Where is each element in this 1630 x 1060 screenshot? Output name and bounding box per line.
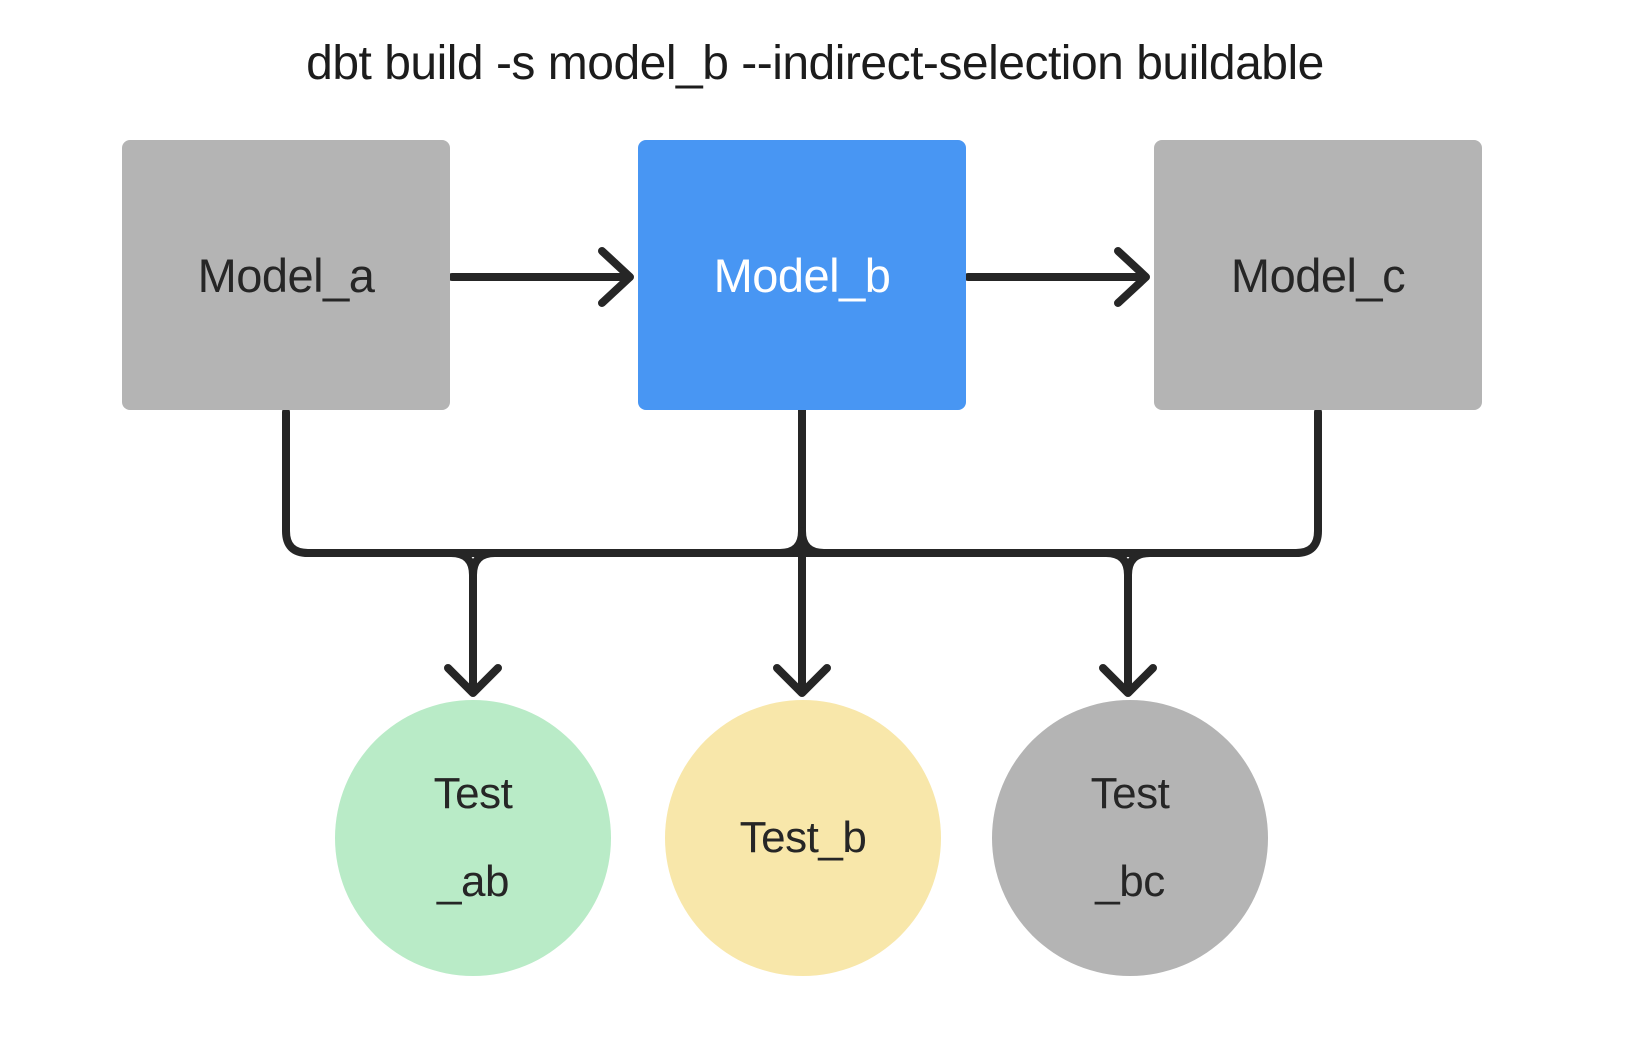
diagram-title: dbt build -s model_b --indirect-selectio… bbox=[306, 37, 1324, 90]
node-model-b-label: Model_b bbox=[713, 248, 891, 302]
junction-fillet-model-b-right bbox=[798, 527, 828, 557]
node-test-ab-label-line1: Test bbox=[433, 769, 513, 818]
node-model-c: Model_c bbox=[1154, 140, 1482, 410]
arrowhead-test-ab-icon bbox=[444, 664, 502, 697]
arrowhead-test-b-icon bbox=[773, 664, 831, 697]
node-model-c-label: Model_c bbox=[1230, 248, 1406, 302]
junction-fillet-test-bc bbox=[1124, 549, 1154, 579]
node-test-bc-label-line2: _bc bbox=[1095, 857, 1165, 906]
node-test-ab-label-line2: _ab bbox=[437, 857, 509, 906]
arrowhead-model-c-icon bbox=[1114, 247, 1150, 307]
node-model-b-selected: Model_b bbox=[638, 140, 966, 410]
arrowhead-test-bc-icon bbox=[1099, 664, 1157, 697]
node-model-a: Model_a bbox=[122, 140, 450, 410]
node-test-bc: Test _bc bbox=[992, 700, 1268, 976]
arrowhead-model-b-icon bbox=[598, 247, 634, 307]
node-test-ab: Test _ab bbox=[335, 700, 611, 976]
node-test-bc-label-line1: Test bbox=[1090, 769, 1170, 818]
node-model-a-label: Model_a bbox=[197, 248, 375, 302]
node-test-b: Test_b bbox=[665, 700, 941, 976]
node-test-b-label: Test_b bbox=[739, 813, 867, 862]
junction-fillet-test-ab bbox=[469, 549, 499, 579]
